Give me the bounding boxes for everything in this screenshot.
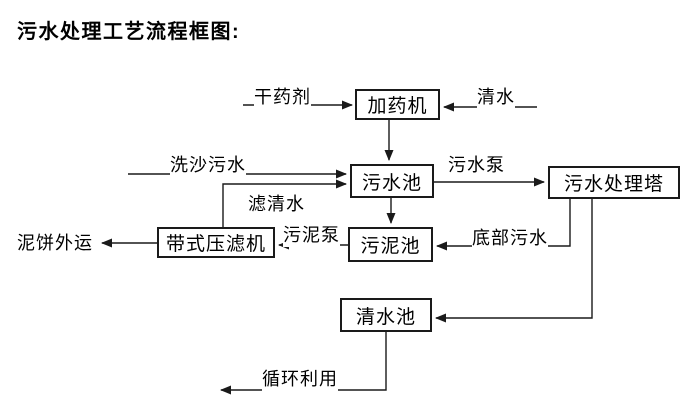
label-mud-cake-out: 泥饼外运 (17, 229, 93, 255)
label-clean-water: 清水 (477, 83, 515, 109)
node-sewage-pool: 污水池 (350, 164, 434, 198)
label-sewage-pump: 污水泵 (448, 151, 505, 177)
label-sludge-pump: 污泥泵 (283, 221, 340, 247)
node-treatment-tower: 污水处理塔 (548, 166, 680, 199)
label-dry-agent: 干药剂 (254, 83, 311, 109)
node-dosing-machine: 加药机 (355, 89, 440, 120)
edge-tower-to-clean-water-pool (435, 199, 593, 323)
label-filtered-water: 滤清水 (248, 190, 305, 216)
edge-filtered-water-to-sewage-pool (222, 179, 347, 227)
node-clean-water-pool: 清水池 (340, 298, 432, 332)
label-sand-washing-sewage: 洗沙污水 (170, 151, 246, 177)
node-sludge-pool: 污泥池 (348, 227, 433, 262)
page-title: 污水处理工艺流程框图: (17, 21, 241, 43)
node-belt-filter-press: 带式压滤机 (157, 227, 275, 258)
label-recycle: 循环利用 (262, 365, 338, 391)
label-bottom-sewage: 底部污水 (472, 224, 548, 250)
